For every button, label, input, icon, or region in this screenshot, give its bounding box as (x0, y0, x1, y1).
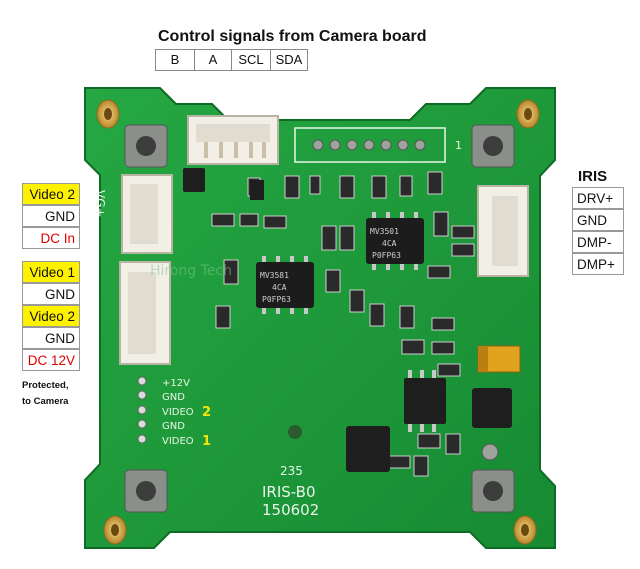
chip-left-line3: P0FP63 (262, 295, 291, 304)
protection-note: Protected, to Camera (22, 378, 68, 410)
transistor-q1 (183, 168, 446, 424)
note-line-2: to Camera (22, 396, 69, 407)
label-gnd-2: GND (22, 283, 80, 305)
iris-pin-drv-plus: DRV+ (572, 187, 624, 209)
iris-pin-dmp-plus: DMP+ (572, 253, 624, 275)
video-1-number: 1 (202, 434, 211, 449)
board-date: 150602 (262, 501, 319, 519)
signal-b: B (156, 50, 195, 70)
silk-12v: +12V (162, 378, 190, 389)
left-connector-lower (119, 261, 171, 365)
chip-left-line1: MV3581 (260, 271, 289, 280)
label-dc-12v: DC 12V (22, 349, 80, 371)
label-gnd-1: GND (22, 205, 80, 227)
chip-left (256, 256, 314, 314)
chip-right-line3: P0FP63 (372, 251, 401, 260)
silk-video-2: VIDEO (162, 407, 194, 418)
watermark: Hirong Tech (150, 263, 232, 279)
chip-right-line2: 4CA (382, 239, 397, 248)
connector-pin1-mark: 1 (455, 139, 462, 152)
board-name: IRIS-B0 (262, 483, 316, 501)
silk-235: 235 (280, 464, 303, 478)
left-connector-upper (121, 174, 173, 254)
video-2-number: 2 (202, 405, 211, 420)
test-hole (288, 425, 302, 439)
silk-gnd-1: GND (162, 392, 185, 403)
power-inductor (346, 388, 512, 472)
iris-heading: IRIS (578, 168, 608, 185)
page-title: Control signals from Camera board (158, 28, 427, 45)
silk-video-1: VIDEO (162, 436, 194, 447)
label-video-1: Video 1 (22, 261, 80, 283)
signal-a: A (195, 50, 232, 70)
label-video-2-bottom: Video 2 (22, 305, 80, 327)
signal-sda: SDA (275, 52, 303, 67)
silk-gnd-2: GND (162, 421, 185, 432)
iris-pin-dmp-minus: DMP- (572, 231, 624, 253)
pin-pads-left (137, 376, 147, 444)
signal-scl: SCL (232, 50, 271, 70)
silk-vg-plus: VG+ (93, 190, 107, 218)
label-video-2-top: Video 2 (22, 183, 80, 205)
label-gnd-3: GND (22, 327, 80, 349)
note-line-1: Protected, (22, 380, 69, 391)
iris-connector (477, 185, 529, 277)
iris-pin-gnd: GND (572, 209, 624, 231)
top-header-pads (294, 127, 446, 163)
control-signal-table: B A SCL SDA (155, 49, 308, 71)
chip-right (366, 212, 424, 270)
label-dc-in: DC In (22, 227, 80, 249)
chip-right-line1: MV3501 (370, 227, 399, 236)
top-connector (187, 115, 279, 165)
chip-left-line2: 4CA (272, 283, 287, 292)
